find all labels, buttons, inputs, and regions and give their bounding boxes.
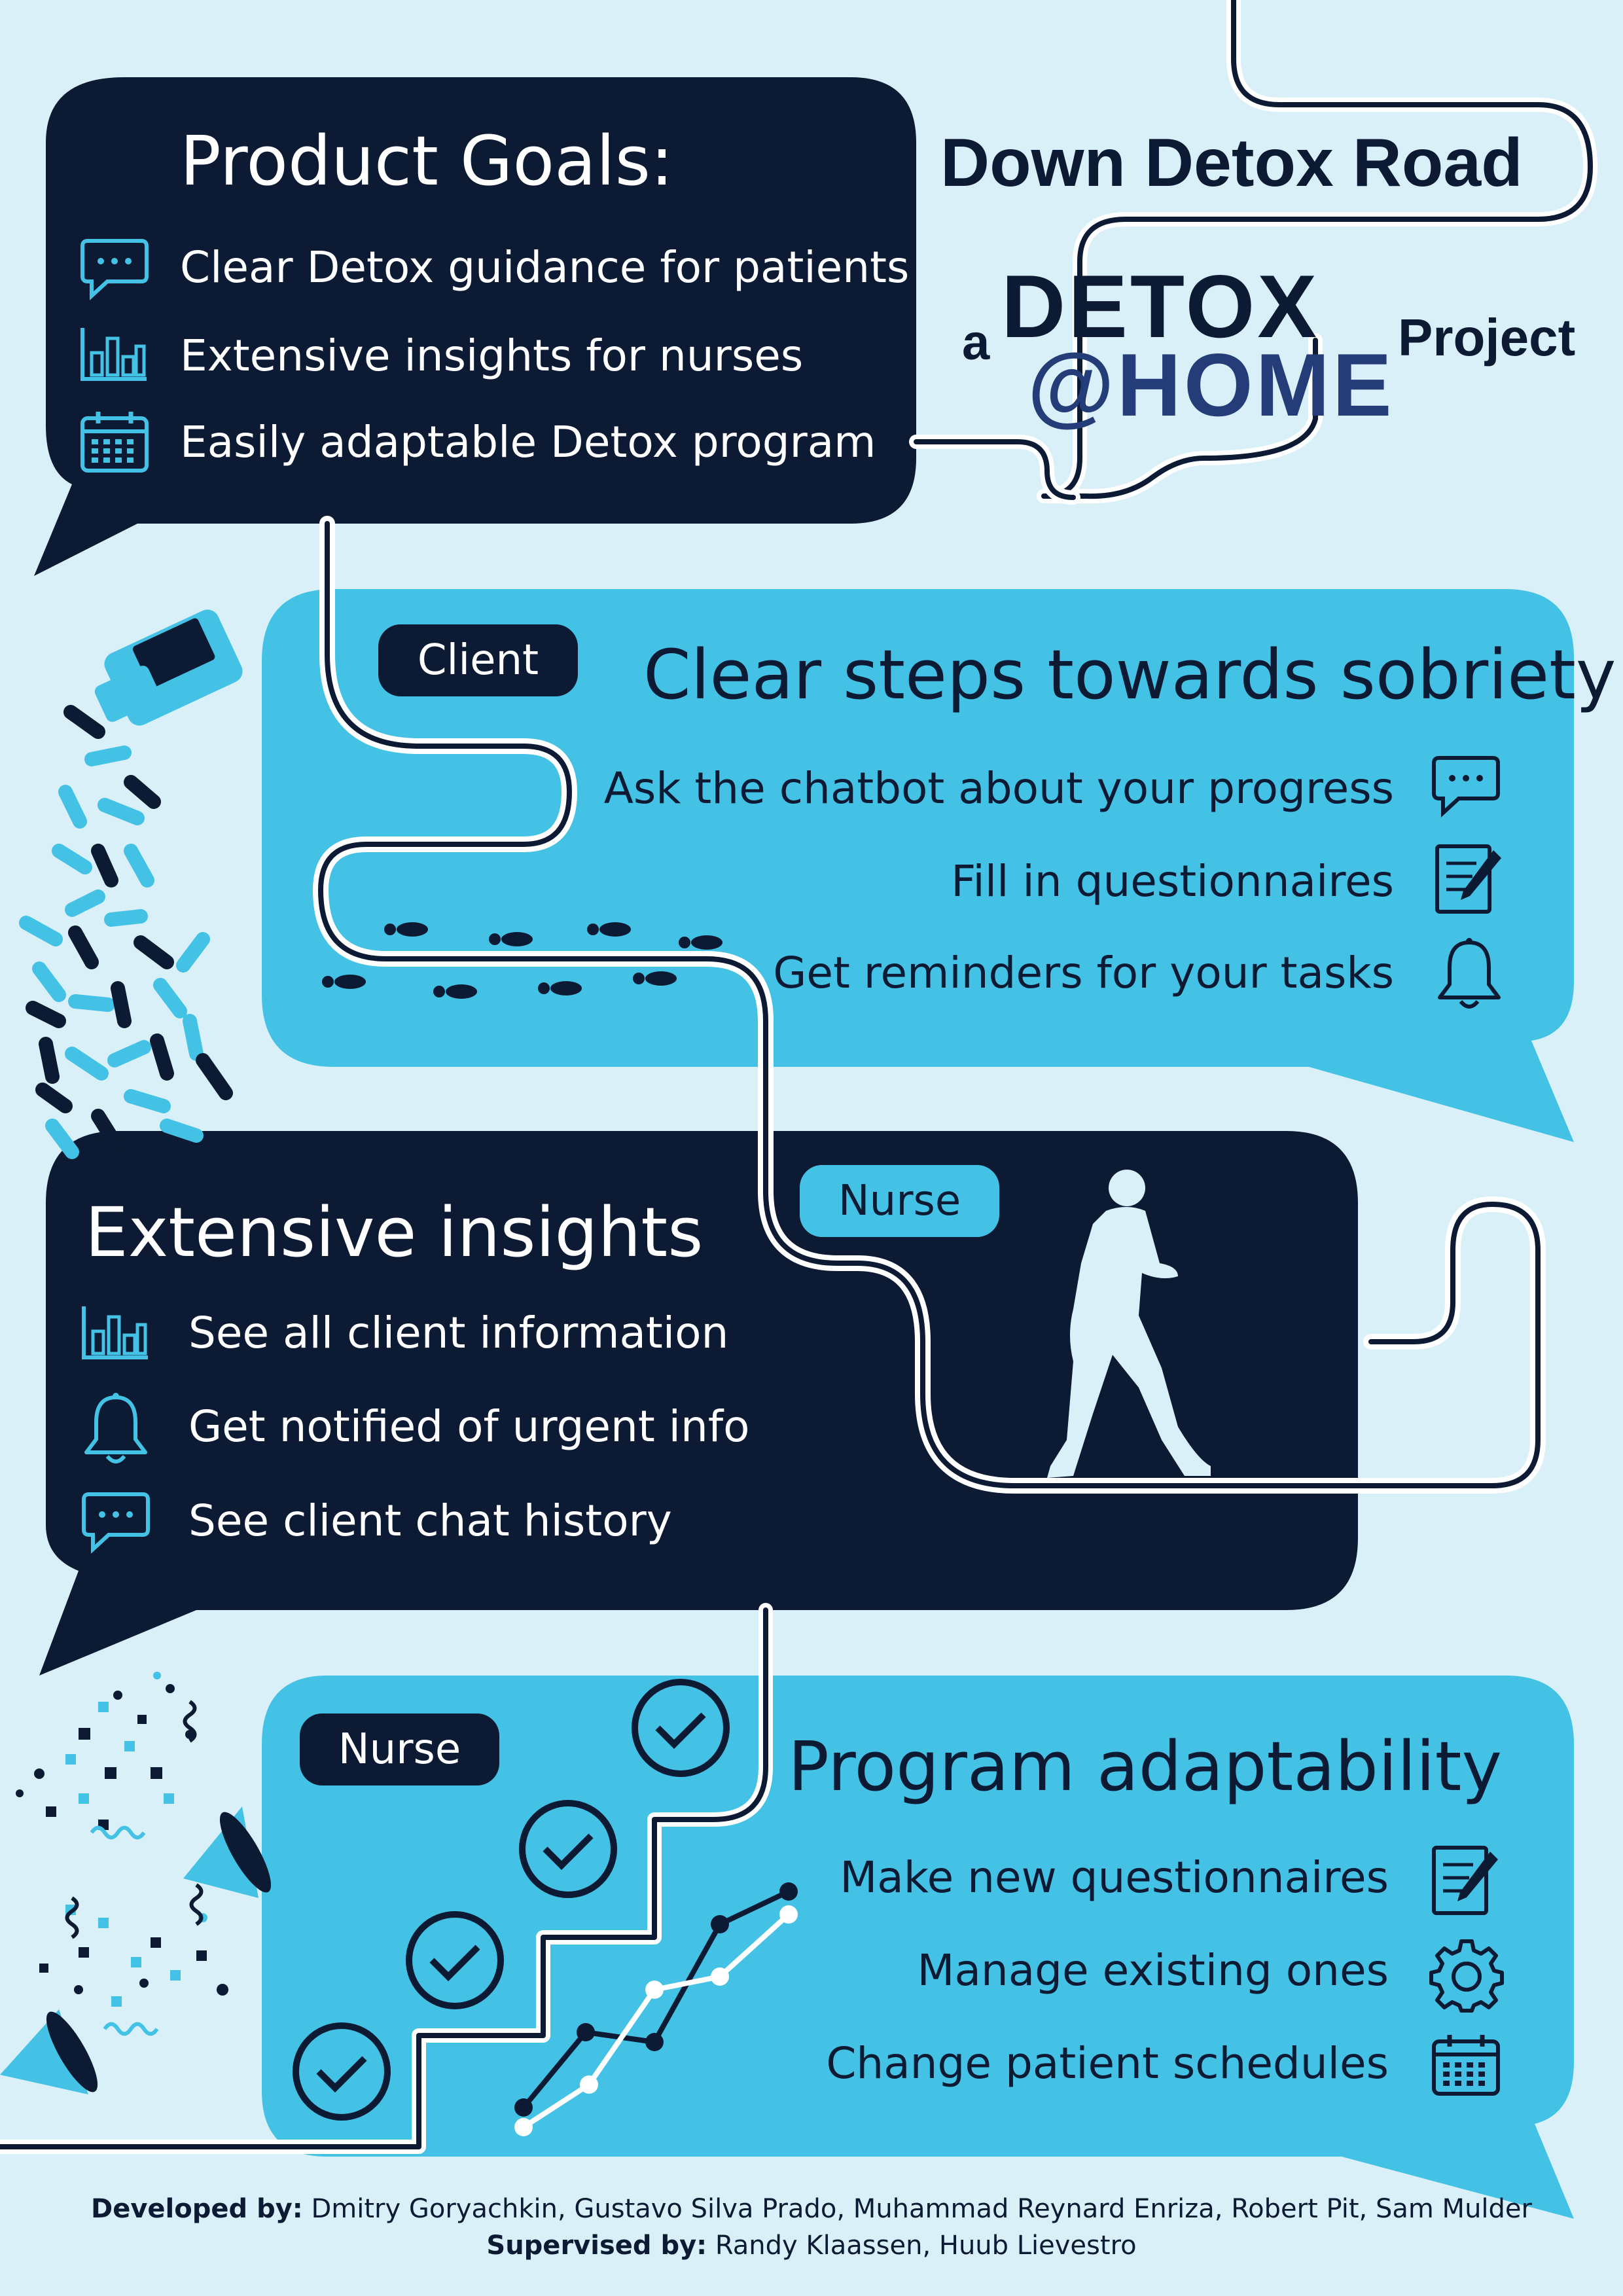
road-title: Down Detox Road <box>940 125 1523 201</box>
goals-item-3: Easily adaptable Detox program <box>180 417 876 467</box>
client-item-1: Ask the chatbot about your progress <box>603 763 1394 814</box>
supervised-label: Supervised by: <box>486 2231 707 2261</box>
goals-bubble <box>34 77 916 576</box>
logo-suffix: Project <box>1398 308 1576 367</box>
program-badge: Nurse <box>300 1713 499 1785</box>
footer-developed: Developed by: Dmitry Goryachkin, Gustavo… <box>0 2194 1623 2224</box>
chat-bubble-icon <box>80 239 149 300</box>
detox-at-home-logo: a DETOX @HOME Project <box>962 257 1610 439</box>
bar-chart-icon <box>82 1306 148 1359</box>
calendar-icon <box>1432 2035 1500 2096</box>
insights-item-1: See all client information <box>188 1308 729 1358</box>
client-item-2: Fill in questionnaires <box>951 856 1394 906</box>
client-badge: Client <box>378 624 578 696</box>
logo-line-1: DETOX <box>1001 257 1320 356</box>
program-item-3: Change patient schedules <box>826 2038 1389 2089</box>
chat-bubble-icon <box>82 1492 150 1554</box>
logo-line-2: @HOME <box>1027 335 1395 435</box>
insights-badge: Nurse <box>800 1165 999 1237</box>
goals-item-1: Clear Detox guidance for patients <box>180 242 910 293</box>
gear-icon <box>1429 1939 1504 2013</box>
insights-item-2: Get notified of urgent info <box>188 1401 750 1452</box>
chat-bubble-icon <box>1432 756 1500 817</box>
footer-supervised: Supervised by: Randy Klaassen, Huub Liev… <box>0 2231 1623 2261</box>
logo-prefix: a <box>962 315 990 370</box>
insights-bubble <box>39 1131 1358 1676</box>
program-item-1: Make new questionnaires <box>840 1852 1389 1903</box>
supervised-names: Randy Klaassen, Huub Lievestro <box>715 2231 1137 2261</box>
questionnaire-icon <box>1432 1846 1498 1915</box>
walking-person-illustration <box>1047 1170 1211 1478</box>
trend-lines-illustration <box>514 1882 798 2136</box>
bell-icon <box>84 1393 147 1463</box>
footprints <box>322 922 722 999</box>
insights-title: Extensive insights <box>85 1193 704 1272</box>
client-bubble <box>262 589 1574 1142</box>
goals-item-2: Extensive insights for nurses <box>180 331 804 381</box>
calendar-icon <box>80 412 149 473</box>
pills-illustration <box>19 705 233 1159</box>
party-popper-illustration <box>0 1672 272 2094</box>
road-path <box>0 0 1597 2154</box>
pill-bottle-illustration <box>94 609 243 726</box>
bar-chart-icon <box>80 328 147 381</box>
insights-item-3: See client chat history <box>188 1496 672 1546</box>
developed-names: Dmitry Goryachkin, Gustavo Silva Prado, … <box>311 2194 1532 2224</box>
client-item-3: Get reminders for your tasks <box>773 948 1394 998</box>
checkmarks-illustration <box>293 1679 730 2121</box>
bell-icon <box>1438 938 1501 1009</box>
program-item-2: Manage existing ones <box>917 1945 1389 1996</box>
questionnaire-icon <box>1435 844 1501 914</box>
program-title: Program adaptability <box>788 1727 1502 1806</box>
client-title: Clear steps towards sobriety <box>643 635 1616 715</box>
developed-label: Developed by: <box>91 2194 303 2224</box>
goals-title: Product Goals: <box>180 121 673 201</box>
